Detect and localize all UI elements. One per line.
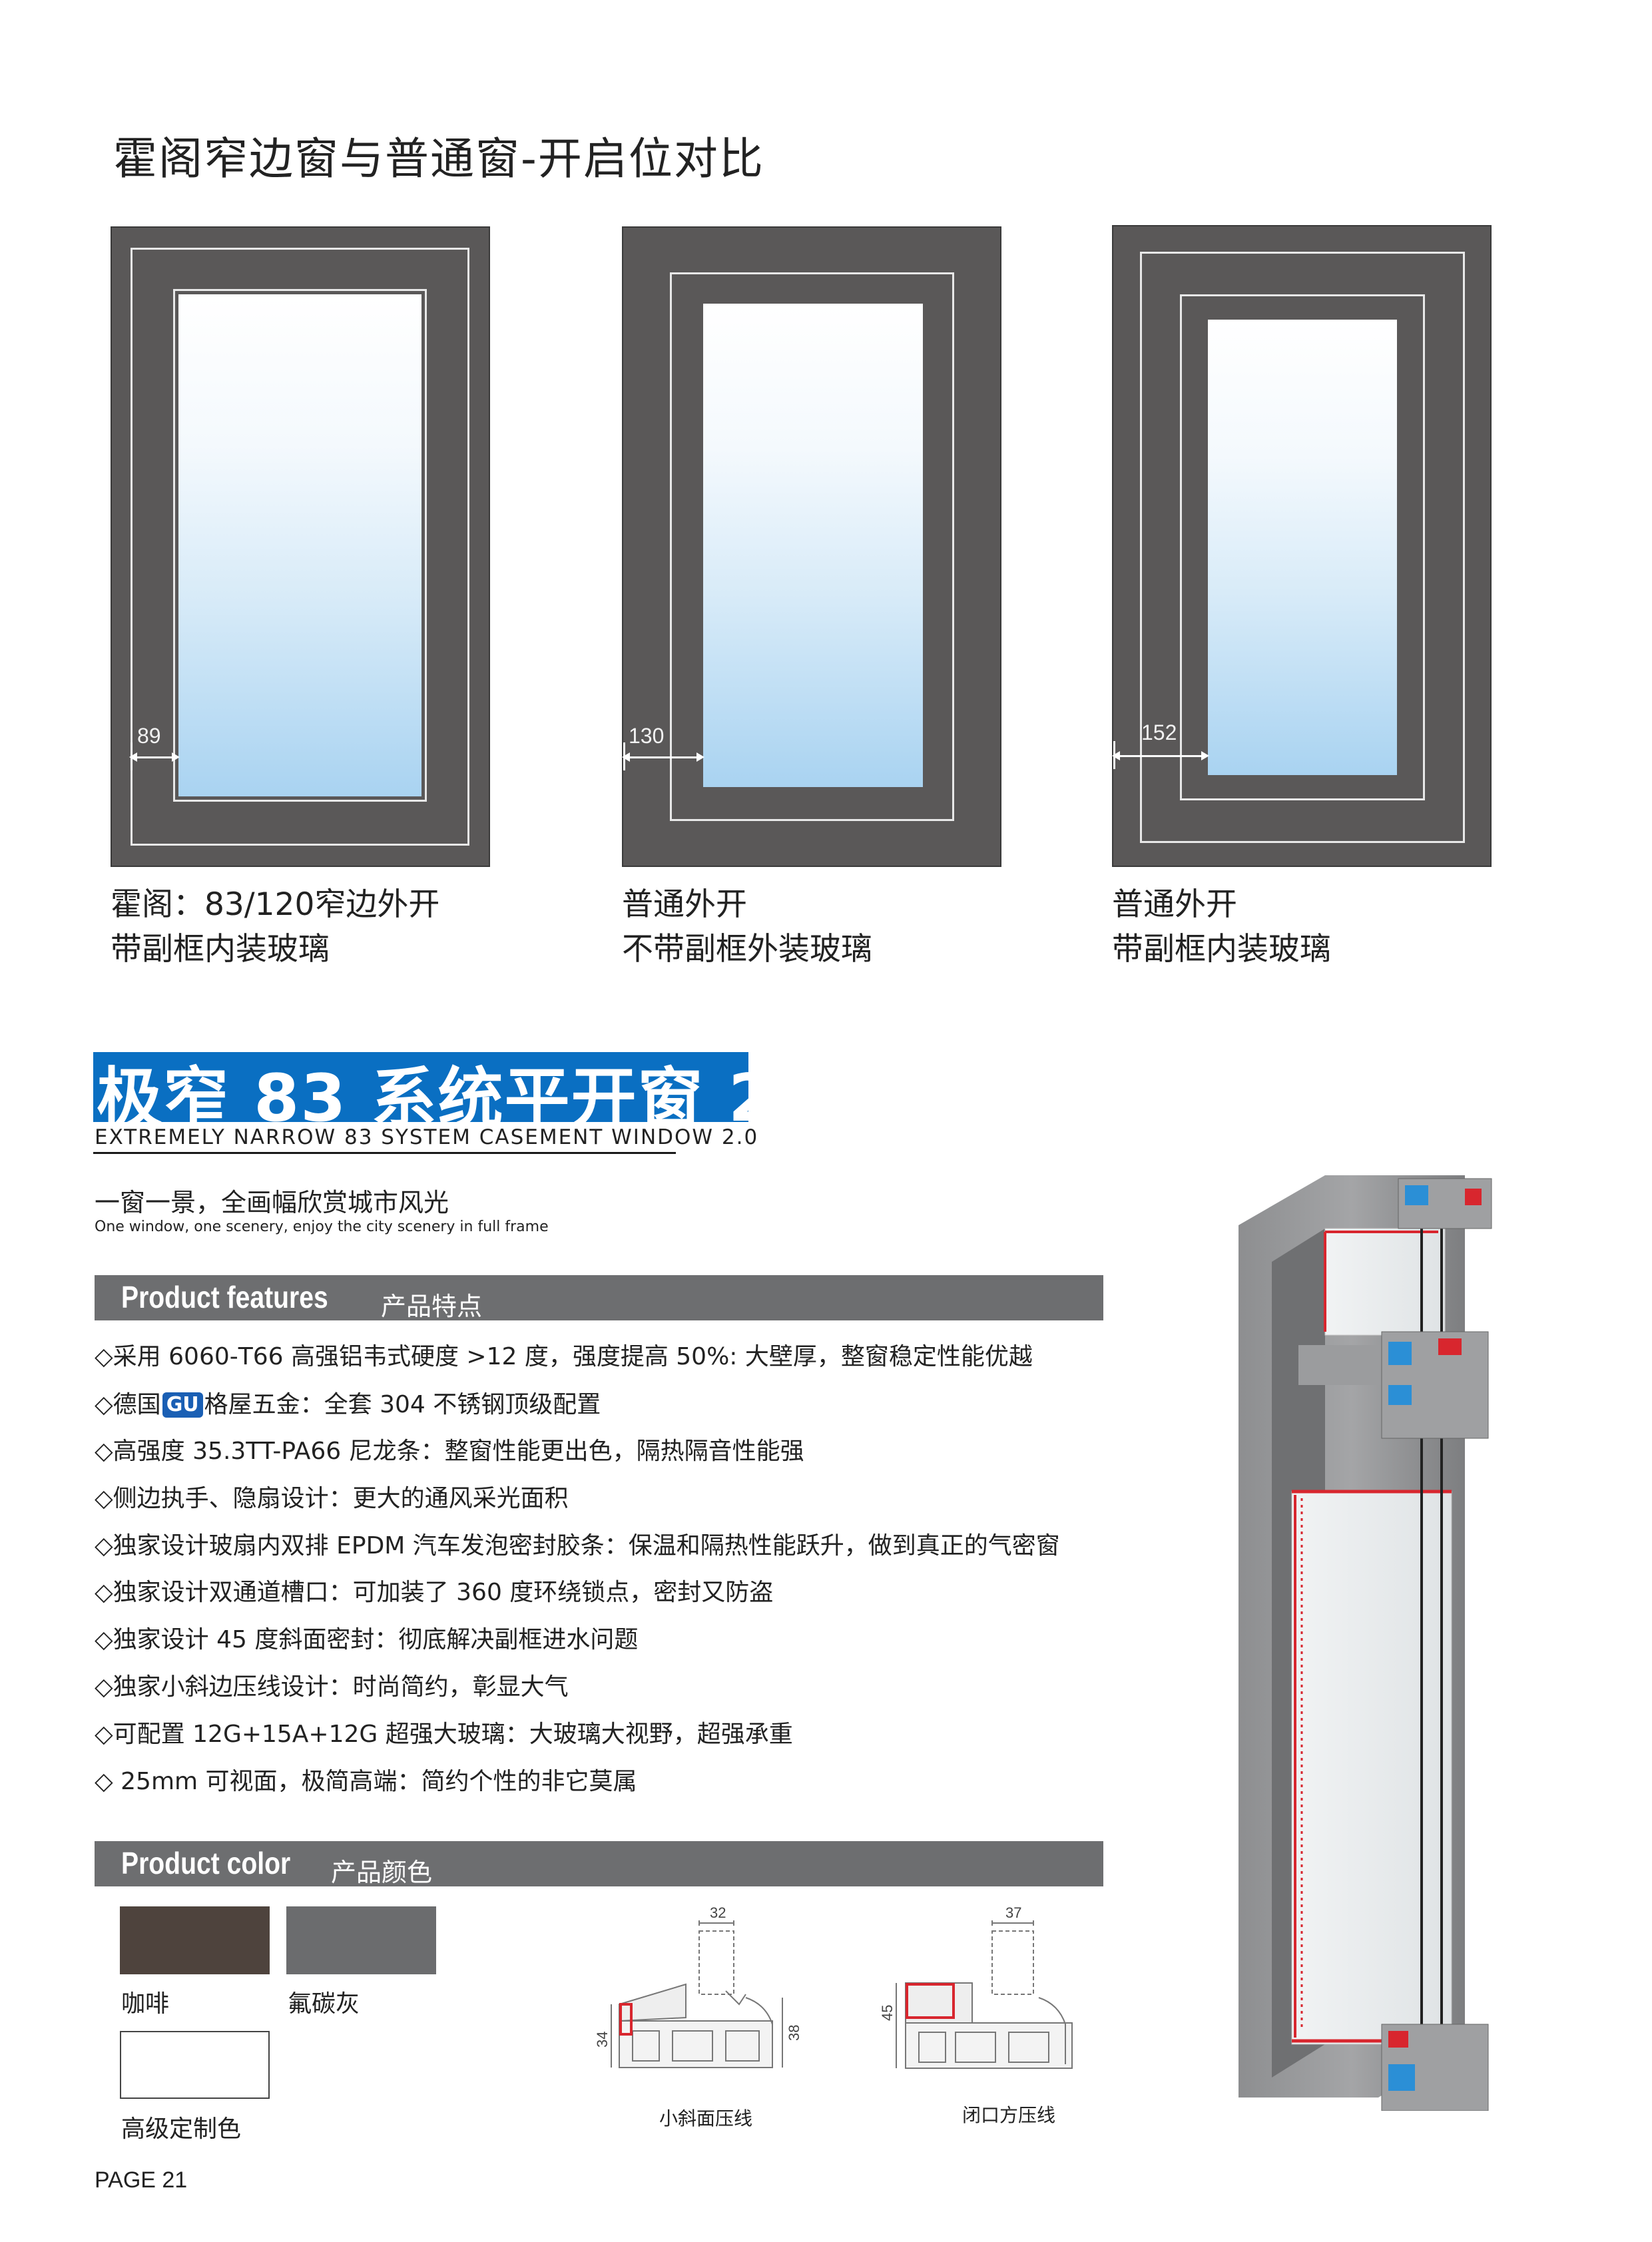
profile-section-square: 37 45 bbox=[879, 1904, 1073, 2069]
frame-outline bbox=[1140, 252, 1465, 843]
dimension-label: 152 bbox=[1141, 720, 1177, 744]
feature-item: ◇采用 6060-T66 高强铝韦式硬度 >12 度，强度提高 50%: 大壁厚… bbox=[95, 1343, 1033, 1370]
slogan-en: One window, one scenery, enjoy the city … bbox=[95, 1219, 549, 1235]
color-title-en: Product color bbox=[121, 1846, 291, 1880]
window-diagram-standard-subframe: 152 bbox=[1112, 225, 1492, 867]
title-highlight bbox=[93, 1052, 748, 1122]
feature-item: ◇高强度 35.3TT-PA66 尼龙条：整窗性能更出色，隔热隔音性能强 bbox=[95, 1438, 804, 1465]
feature-prefix: ◇德国 bbox=[95, 1391, 161, 1418]
dimension-label: 130 bbox=[629, 724, 665, 748]
profile-label: 小斜面压线 bbox=[659, 2107, 753, 2129]
swatch-custom bbox=[120, 2031, 270, 2099]
window-profile-3d-render bbox=[1239, 1175, 1492, 2111]
profile-label: 闭口方压线 bbox=[962, 2104, 1056, 2126]
glass-pane bbox=[178, 294, 421, 796]
window-caption: 霍阁：83/120窄边外开 带副框内装玻璃 bbox=[111, 882, 439, 972]
color-header: Product color 产品颜色 bbox=[95, 1841, 1103, 1887]
dim-arrow bbox=[1112, 751, 1209, 760]
dim-left: 34 bbox=[594, 2032, 611, 2048]
caption-line: 普通外开 bbox=[1112, 886, 1237, 923]
window-diagram-standard: 130 bbox=[622, 226, 1001, 867]
caption-line: 带副框内装玻璃 bbox=[1112, 931, 1331, 968]
sash-outline bbox=[1180, 294, 1425, 800]
profile-section-bevel: 32 34 38 bbox=[594, 1904, 802, 2068]
caption-line: 带副框内装玻璃 bbox=[111, 931, 330, 968]
window-caption: 普通外开 不带副框外装玻璃 bbox=[622, 882, 872, 972]
window-caption: 普通外开 带副框内装玻璃 bbox=[1112, 882, 1331, 972]
window-diagram-narrow: 89 bbox=[111, 226, 490, 867]
features-title-zh: 产品特点 bbox=[381, 1292, 483, 1321]
glass-pane bbox=[703, 304, 923, 787]
dim-arrow bbox=[129, 752, 180, 762]
caption-line: 不带副框外装玻璃 bbox=[622, 931, 872, 968]
sash-outline bbox=[173, 289, 427, 802]
product-title: 极窄 83 系统平开窗 2.0 bbox=[97, 1061, 848, 1137]
feature-item: ◇独家设计双通道槽口：可加装了 360 度环绕锁点，密封又防盗 bbox=[95, 1579, 774, 1606]
dim-right: 38 bbox=[786, 2025, 802, 2041]
feature-item: ◇独家小斜边压线设计：时尚简约，彰显大气 bbox=[95, 1673, 569, 1701]
comparison-title: 霍阁窄边窗与普通窗-开启位对比 bbox=[113, 133, 764, 184]
gu-logo: GU bbox=[162, 1392, 203, 1418]
features-title-en: Product features bbox=[121, 1280, 328, 1314]
swatch-label: 咖啡 bbox=[121, 1990, 170, 2018]
feature-item: ◇独家设计玻扇内双排 EPDM 汽车发泡密封胶条：保温和隔热性能跃升，做到真正的… bbox=[95, 1532, 1060, 1559]
frame-outline bbox=[670, 272, 954, 821]
frame-outline bbox=[131, 248, 469, 846]
dim-arrow bbox=[622, 752, 704, 762]
dim-top: 32 bbox=[710, 1904, 726, 1921]
color-title-zh: 产品颜色 bbox=[331, 1858, 433, 1887]
swatch-label: 氟碳灰 bbox=[288, 1990, 360, 2018]
features-header: Product features 产品特点 bbox=[95, 1275, 1103, 1321]
feature-suffix: 格屋五金：全套 304 不锈钢顶级配置 bbox=[204, 1391, 601, 1418]
feature-item: ◇侧边执手、隐扇设计：更大的通风采光面积 bbox=[95, 1485, 569, 1512]
swatch-fluorocarbon-grey bbox=[286, 1906, 436, 1974]
swatch-label: 高级定制色 bbox=[121, 2115, 242, 2143]
dim-left: 45 bbox=[879, 2005, 896, 2021]
feature-item: ◇可配置 12G+15A+12G 超强大玻璃：大玻璃大视野，超强承重 bbox=[95, 1721, 793, 1748]
glass-pane bbox=[1208, 320, 1397, 775]
product-title-en: EXTREMELY NARROW 83 SYSTEM CASEMENT WIND… bbox=[95, 1125, 759, 1149]
caption-line: 普通外开 bbox=[622, 886, 747, 923]
slogan: 一窗一景，全画幅欣赏城市风光 bbox=[95, 1188, 449, 1217]
swatch-coffee bbox=[120, 1906, 270, 1974]
feature-item: ◇ 25mm 可视面，极简高端：简约个性的非它莫属 bbox=[95, 1768, 637, 1795]
dimension-label: 89 bbox=[137, 724, 161, 748]
page-number: PAGE 21 bbox=[95, 2167, 188, 2193]
divider bbox=[93, 1152, 676, 1154]
feature-item: ◇独家设计 45 度斜面密封：彻底解决副框进水问题 bbox=[95, 1626, 639, 1653]
dim-top: 37 bbox=[1005, 1904, 1021, 1921]
caption-line: 霍阁：83/120窄边外开 bbox=[111, 886, 440, 923]
